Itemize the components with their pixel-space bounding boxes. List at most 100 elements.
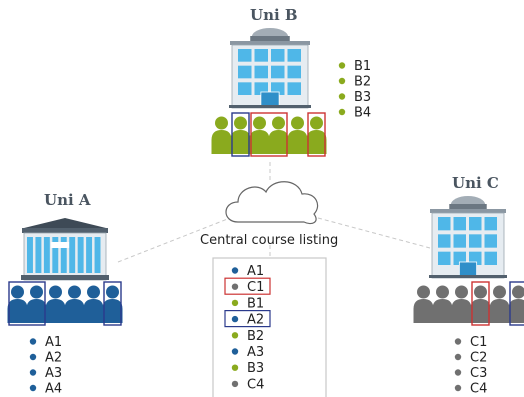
university-title: Uni A (44, 191, 91, 209)
central-list-item: A3 (231, 345, 264, 360)
bullet-dot (29, 369, 37, 376)
course-label: C2 (470, 351, 487, 366)
bullet-dot (29, 353, 37, 361)
central-item-label: B2 (247, 329, 264, 344)
people-row (211, 112, 327, 157)
bullet-dot (231, 364, 239, 371)
central-list-item: B2 (231, 329, 264, 344)
central-list-item: A2 (224, 310, 271, 328)
central-item-label: C4 (247, 377, 264, 392)
course-item: C4 (454, 382, 487, 397)
person-icon (489, 285, 510, 323)
enrollment-highlight (103, 281, 122, 326)
building-icon (229, 28, 311, 109)
course-label: A1 (45, 335, 62, 350)
bullet-dot (231, 380, 239, 388)
enrollment-highlight (307, 112, 326, 157)
person-icon (268, 116, 289, 154)
enrollment-highlight (8, 281, 46, 326)
central-list-item: C4 (231, 377, 264, 392)
building-icon (21, 218, 109, 281)
person-icon (230, 116, 251, 154)
building-icon (429, 196, 507, 279)
course-label: B4 (354, 106, 371, 121)
bullet-dot (29, 384, 37, 392)
bullet-dot (231, 332, 239, 339)
enrollment-highlight (231, 112, 250, 157)
enrollment-highlight (471, 281, 490, 326)
enrollment-highlight (509, 281, 524, 326)
bullet-dot (454, 353, 462, 361)
bullet-dot (29, 338, 37, 345)
person-icon (432, 285, 453, 323)
central-item-label: A2 (247, 313, 264, 328)
person-icon (413, 285, 434, 323)
people-row (413, 281, 524, 326)
bullet-dot (454, 369, 462, 376)
bullet-dot (338, 62, 346, 69)
people-row (7, 281, 123, 326)
bullet-dot (231, 299, 239, 307)
bullet-dot (338, 77, 346, 85)
course-label: A3 (45, 366, 62, 381)
person-icon (508, 285, 524, 323)
course-item: A4 (29, 382, 62, 397)
course-label: C4 (470, 382, 487, 397)
course-item: A3 (29, 366, 62, 381)
person-icon (102, 285, 123, 323)
course-label: B3 (354, 90, 371, 105)
person-icon (7, 285, 28, 323)
connector-uni-a (117, 217, 231, 263)
central-item-label: B1 (247, 296, 264, 311)
person-icon (470, 285, 491, 323)
course-label: C3 (470, 366, 487, 381)
course-label: B2 (354, 75, 371, 90)
bullet-dot (454, 338, 462, 345)
person-icon (45, 285, 66, 323)
person-icon (451, 285, 472, 323)
person-icon (287, 116, 308, 154)
course-item: B1 (338, 59, 371, 74)
course-item: C2 (454, 351, 487, 366)
person-icon (26, 285, 47, 323)
person-icon (64, 285, 85, 323)
bullet-dot (338, 108, 346, 116)
central-item-highlight (224, 310, 271, 328)
connector-uni-c (317, 217, 431, 249)
central-listing-label: Central course listing (200, 233, 338, 248)
connectors (117, 162, 431, 263)
bullet-dot (454, 384, 462, 392)
central-item-label: A3 (247, 345, 264, 360)
person-icon (83, 285, 104, 323)
course-item: B2 (338, 75, 371, 90)
university-title: Uni B (250, 6, 298, 24)
central-list-item: B1 (231, 296, 264, 311)
course-label: B1 (354, 59, 371, 74)
bullet-dot (231, 283, 239, 290)
central-item-highlight (224, 277, 271, 295)
university-title: Uni C (452, 174, 499, 192)
course-label: A4 (45, 382, 62, 397)
person-icon (249, 116, 270, 154)
course-label: C1 (470, 335, 487, 350)
course-item: A1 (29, 335, 62, 350)
central-item-label: B3 (247, 361, 264, 376)
central-item-label: C1 (247, 280, 264, 295)
enrollment-highlight (250, 112, 288, 157)
course-item: C3 (454, 366, 487, 381)
central-list-item: B3 (231, 361, 264, 376)
bullet-dot (231, 315, 239, 323)
central-item-label: A1 (247, 264, 264, 279)
course-item: C1 (454, 335, 487, 350)
course-item: A2 (29, 351, 62, 366)
cloud-icon (225, 181, 319, 225)
bullet-dot (231, 267, 239, 274)
person-icon (306, 116, 327, 154)
